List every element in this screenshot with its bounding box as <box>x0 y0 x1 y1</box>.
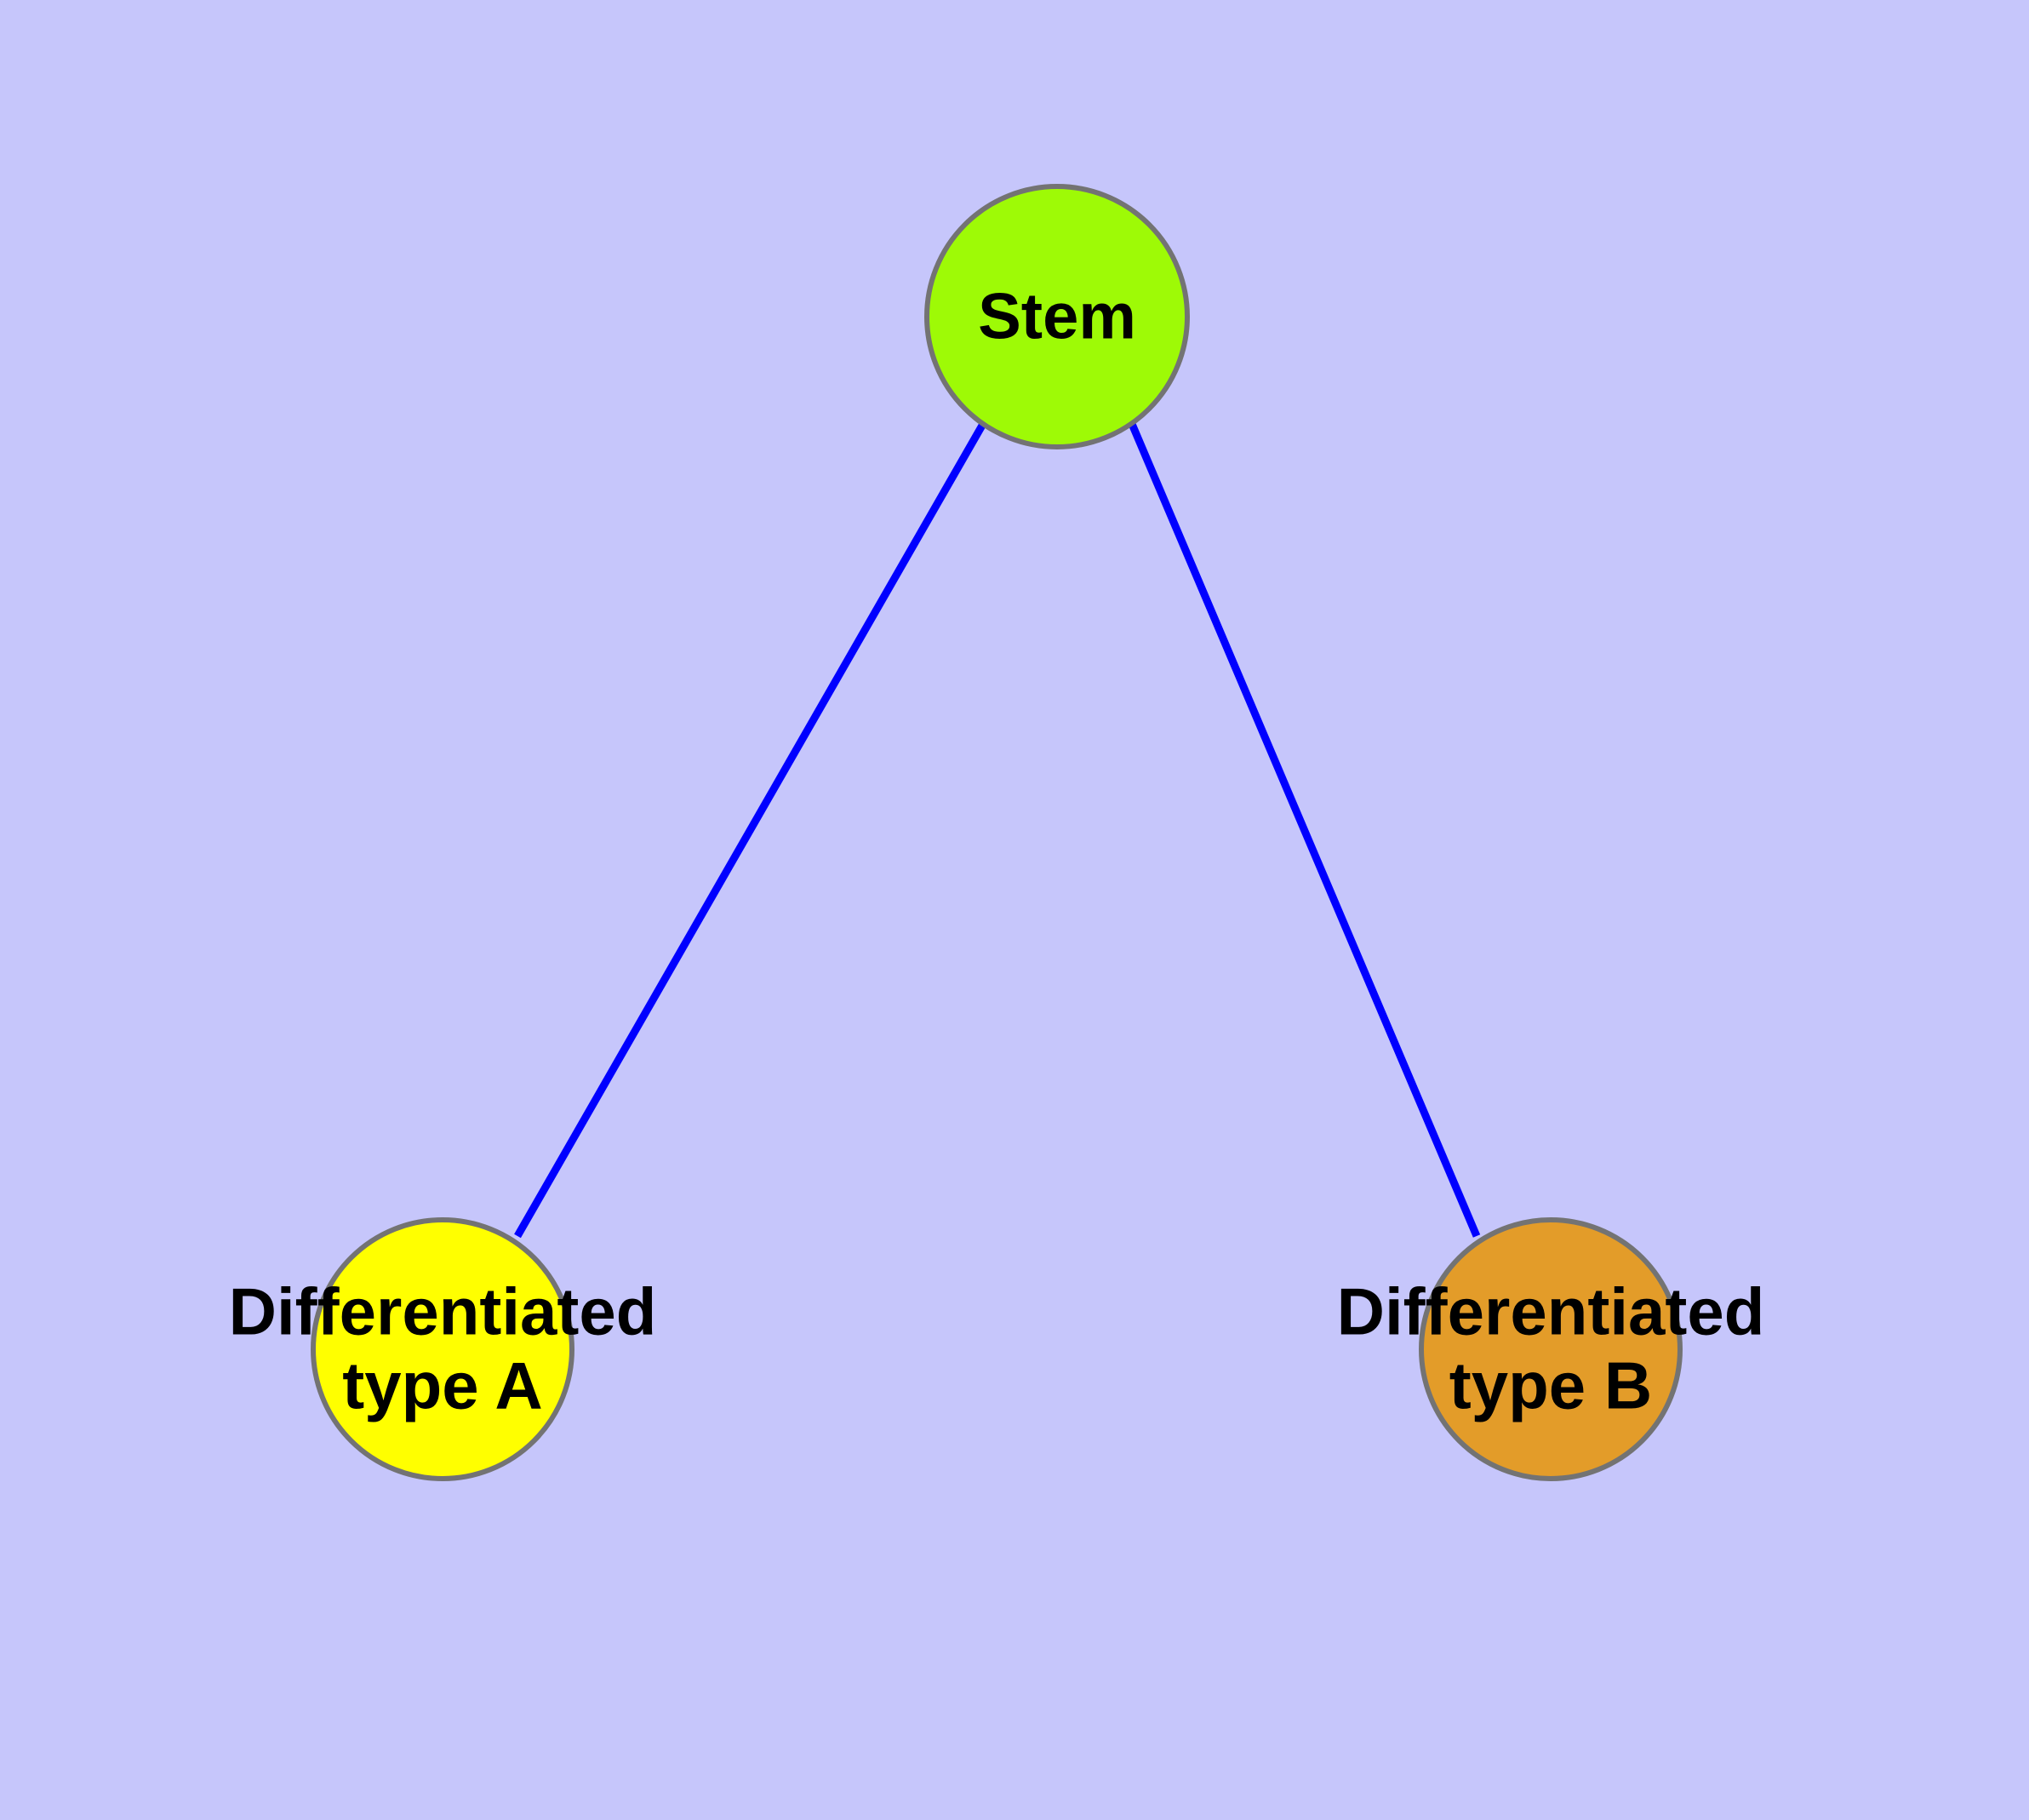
node-layer <box>311 184 1683 1481</box>
edge-stem-to-differentiated-type-b <box>1128 422 1481 1238</box>
edge-layer <box>514 421 1481 1239</box>
node-differentiated-type-a[interactable] <box>311 1217 574 1481</box>
node-differentiated-type-b[interactable] <box>1419 1217 1683 1481</box>
edge-stem-to-differentiated-type-a <box>514 421 986 1239</box>
node-stem[interactable] <box>924 184 1190 449</box>
